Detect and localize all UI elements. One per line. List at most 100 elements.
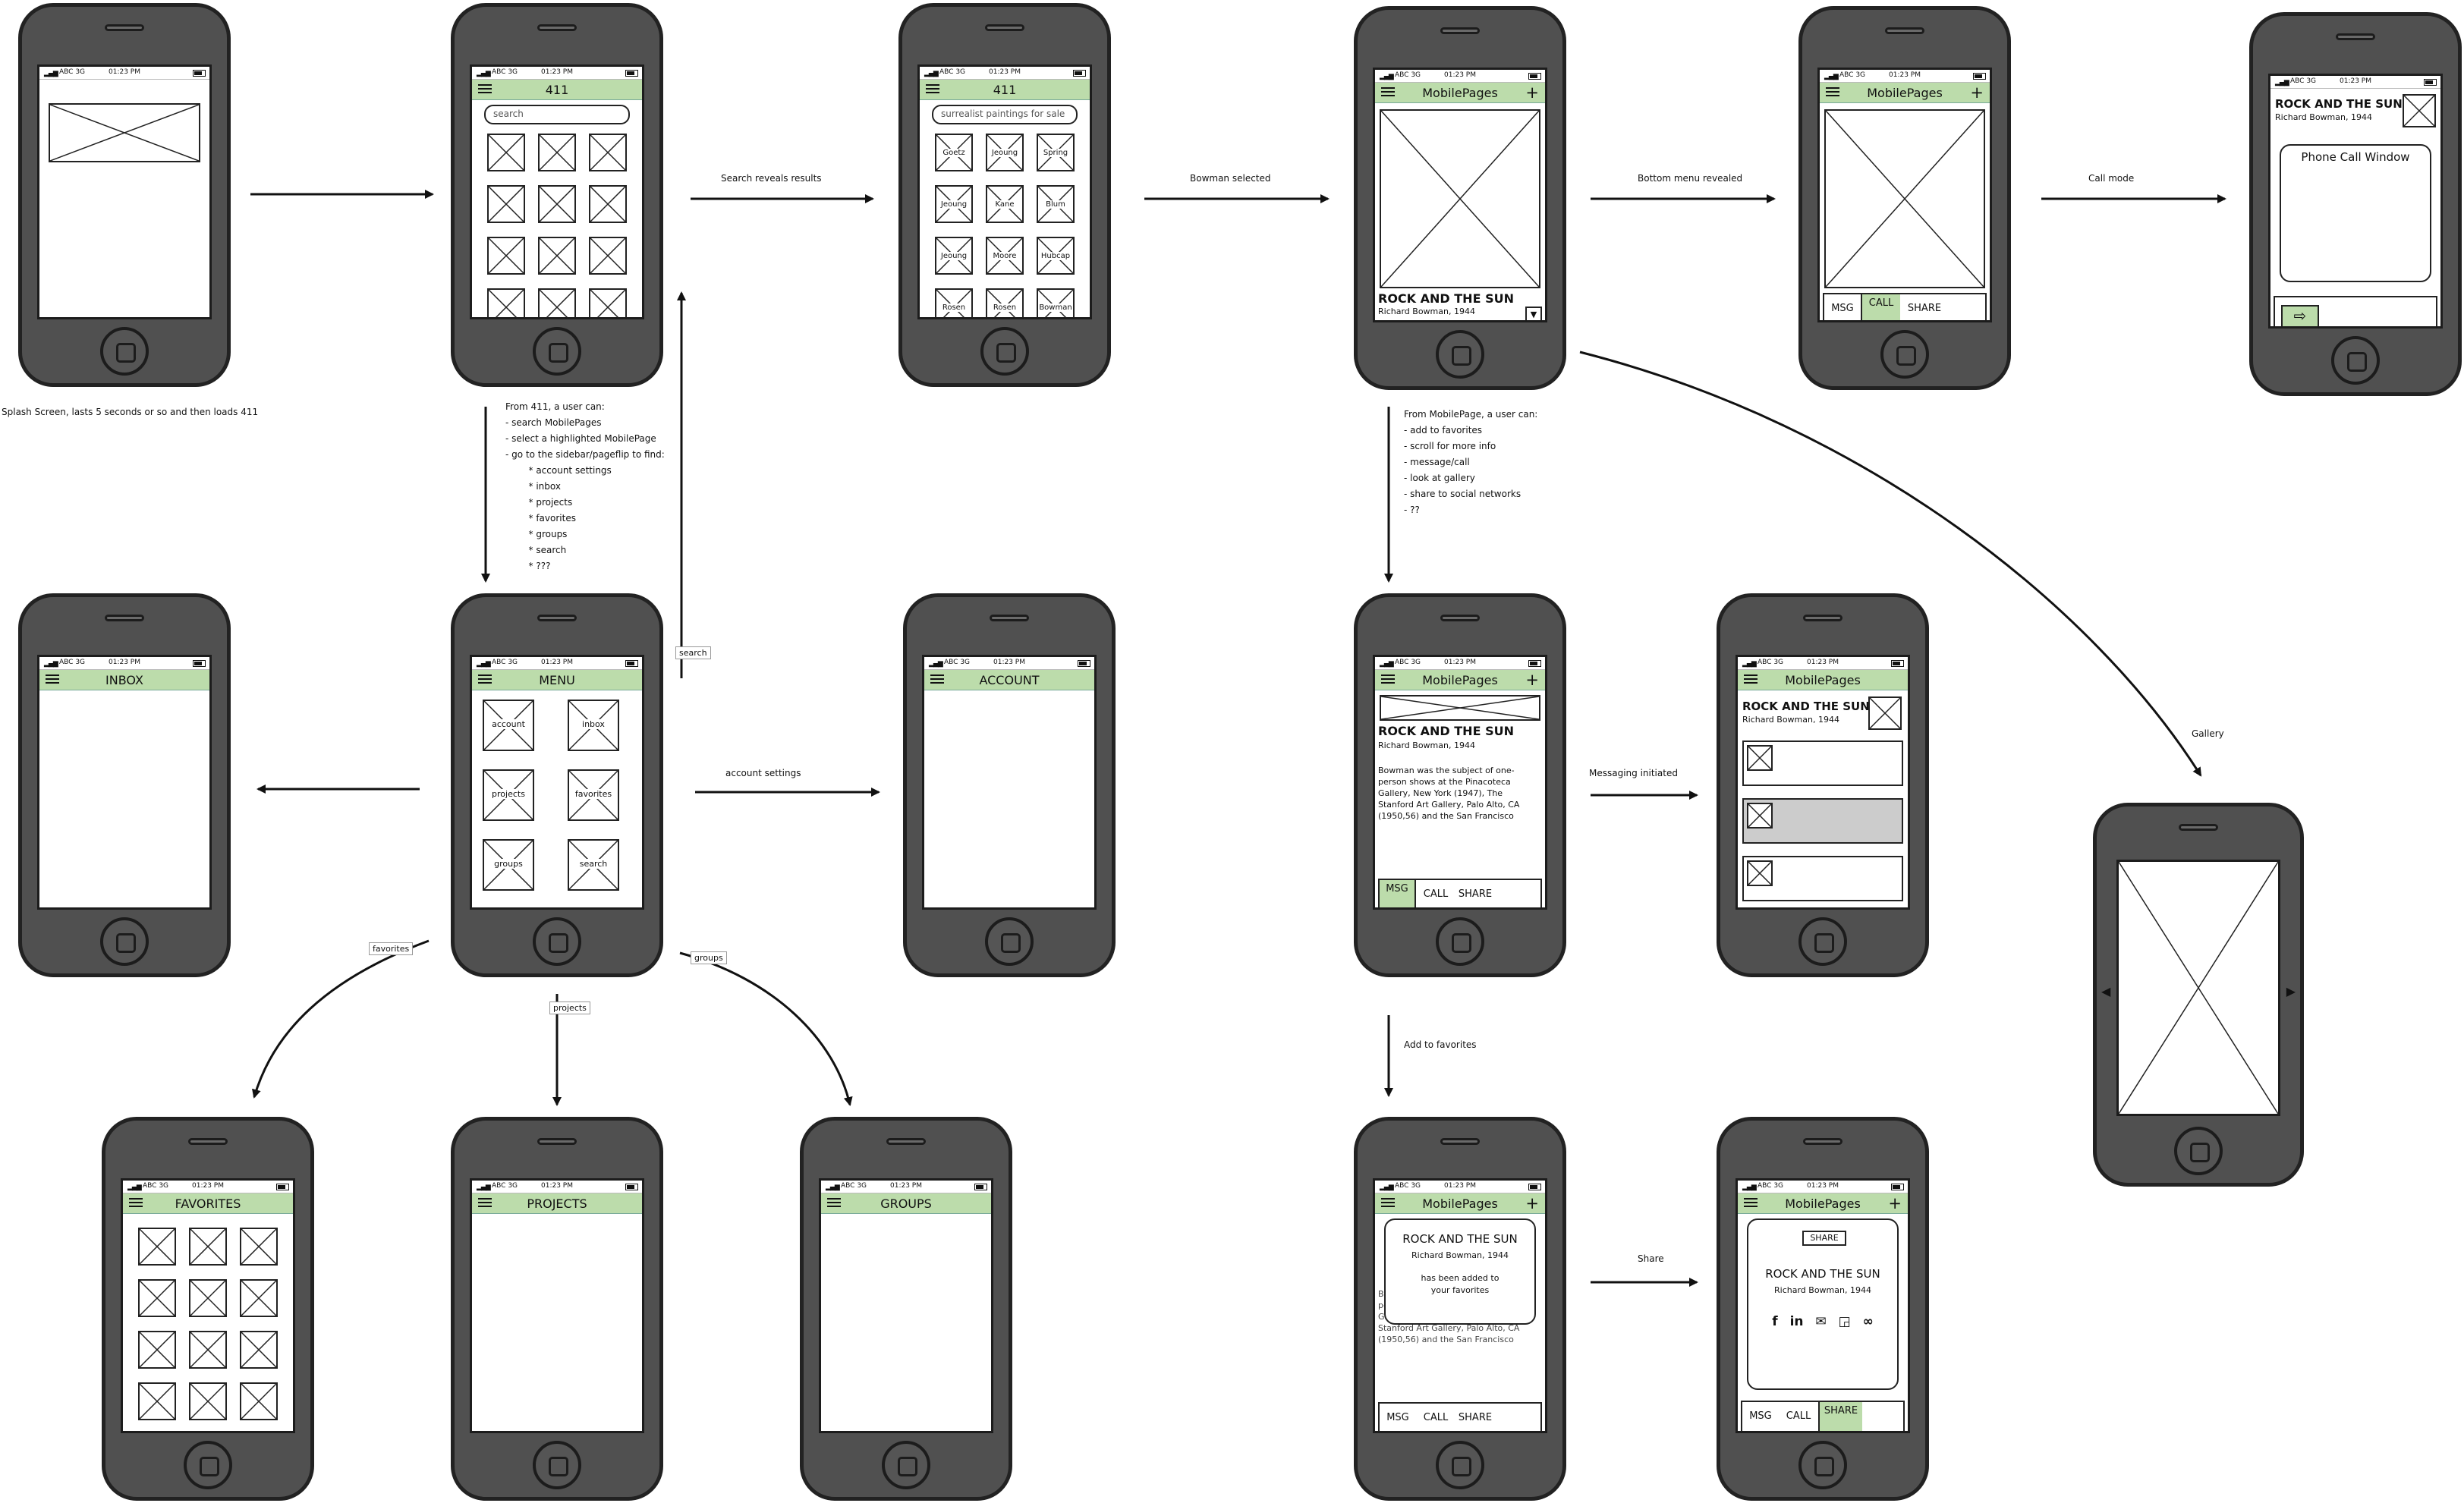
- menu-icon[interactable]: [1744, 1198, 1758, 1208]
- share-dialog[interactable]: SHARE ROCK AND THE SUN Richard Bowman, 1…: [1747, 1218, 1899, 1390]
- call-button[interactable]: CALL: [1423, 1412, 1449, 1423]
- mobilepage-thumbnail[interactable]: [240, 1331, 278, 1369]
- home-button[interactable]: [1798, 917, 1847, 966]
- add-icon[interactable]: +: [1525, 671, 1539, 689]
- favorites-confirmation[interactable]: ROCK AND THE SUN Richard Bowman, 1944 ha…: [1384, 1218, 1536, 1325]
- share-button[interactable]: SHARE: [1458, 1412, 1493, 1423]
- result-thumbnail[interactable]: Goetz: [935, 134, 973, 171]
- menu-item-groups[interactable]: groups: [483, 839, 534, 891]
- gallery-prev-icon[interactable]: ◀: [2101, 984, 2111, 998]
- add-icon[interactable]: +: [1525, 1194, 1539, 1212]
- add-icon[interactable]: +: [1970, 83, 1984, 102]
- home-button[interactable]: [2331, 336, 2380, 385]
- home-button[interactable]: [1436, 917, 1484, 966]
- mobilepage-thumbnail[interactable]: [538, 288, 576, 317]
- home-button[interactable]: [1436, 330, 1484, 379]
- share-button[interactable]: SHARE: [1818, 1402, 1862, 1431]
- mobilepage-thumbnail[interactable]: [138, 1279, 176, 1317]
- message-row[interactable]: [1742, 740, 1903, 786]
- mobilepage-thumbnail[interactable]: [589, 185, 627, 223]
- call-button[interactable]: CALL: [1423, 888, 1449, 900]
- mobilepage-thumbnail[interactable]: [487, 288, 525, 317]
- menu-icon[interactable]: [46, 674, 59, 684]
- home-button[interactable]: [882, 1441, 930, 1489]
- message-row-selected[interactable]: [1742, 798, 1903, 844]
- msg-button[interactable]: MSG: [1380, 880, 1416, 907]
- mobilepage-thumbnail[interactable]: [189, 1331, 227, 1369]
- mobilepage-thumbnail[interactable]: [189, 1279, 227, 1317]
- menu-icon[interactable]: [1744, 674, 1758, 684]
- result-thumbnail[interactable]: Jeoung: [935, 237, 973, 275]
- facebook-icon[interactable]: f: [1772, 1314, 1778, 1329]
- mobilepage-thumbnail[interactable]: [189, 1382, 227, 1420]
- result-thumbnail[interactable]: Hubcap: [1037, 237, 1075, 275]
- linkedin-icon[interactable]: in: [1789, 1314, 1804, 1329]
- add-icon[interactable]: +: [1888, 1194, 1902, 1212]
- msg-button[interactable]: MSG: [1831, 303, 1854, 314]
- menu-icon[interactable]: [1826, 87, 1839, 97]
- mobilepage-thumbnail[interactable]: [138, 1331, 176, 1369]
- home-button[interactable]: [533, 1441, 581, 1489]
- call-go-button[interactable]: ⇨: [2281, 305, 2319, 326]
- mobilepage-thumbnail[interactable]: [240, 1228, 278, 1266]
- mobilepage-thumbnail[interactable]: [487, 185, 525, 223]
- home-button[interactable]: [1436, 1441, 1484, 1489]
- menu-item-search[interactable]: search: [568, 839, 619, 891]
- call-button[interactable]: CALL: [1861, 294, 1900, 320]
- menu-item-account[interactable]: account: [483, 700, 534, 751]
- artwork-image[interactable]: [1824, 109, 1985, 288]
- menu-item-favorites[interactable]: favorites: [568, 769, 619, 821]
- mobilepage-thumbnail[interactable]: [487, 237, 525, 275]
- msg-button[interactable]: MSG: [1386, 1412, 1409, 1423]
- result-thumbnail[interactable]: Rosen: [986, 288, 1024, 317]
- menu-icon[interactable]: [478, 674, 492, 684]
- menu-icon[interactable]: [1381, 1198, 1395, 1208]
- mobilepage-thumbnail[interactable]: [538, 185, 576, 223]
- mobilepage-thumbnail[interactable]: [240, 1279, 278, 1317]
- result-thumbnail[interactable]: Kane: [986, 185, 1024, 223]
- phone-call-window[interactable]: Phone Call Window: [2280, 144, 2431, 282]
- menu-icon[interactable]: [478, 84, 492, 94]
- home-button[interactable]: [533, 917, 581, 966]
- menu-icon[interactable]: [478, 1198, 492, 1208]
- home-button[interactable]: [985, 917, 1034, 966]
- call-button[interactable]: CALL: [1786, 1410, 1811, 1422]
- share-button[interactable]: SHARE: [1458, 888, 1493, 900]
- menu-item-inbox[interactable]: inbox: [568, 700, 619, 751]
- home-button[interactable]: [980, 327, 1029, 376]
- menu-icon[interactable]: [129, 1198, 143, 1208]
- menu-icon[interactable]: [1381, 87, 1395, 97]
- result-thumbnail[interactable]: Blum: [1037, 185, 1075, 223]
- mobilepage-thumbnail[interactable]: [589, 288, 627, 317]
- menu-icon[interactable]: [930, 674, 944, 684]
- gallery-image[interactable]: [2119, 862, 2278, 1114]
- menu-icon[interactable]: [926, 84, 939, 94]
- result-thumbnail[interactable]: Spring: [1037, 134, 1075, 171]
- mobilepage-thumbnail[interactable]: [589, 237, 627, 275]
- home-button[interactable]: [100, 327, 149, 376]
- result-thumbnail[interactable]: Moore: [986, 237, 1024, 275]
- home-button[interactable]: [1798, 1441, 1847, 1489]
- rss-icon[interactable]: ◲: [1838, 1314, 1851, 1329]
- home-button[interactable]: [1880, 330, 1929, 379]
- mobilepage-thumbnail[interactable]: [138, 1228, 176, 1266]
- result-thumbnail[interactable]: Jeoung: [986, 134, 1024, 171]
- menu-item-projects[interactable]: projects: [483, 769, 534, 821]
- home-button[interactable]: [2174, 1127, 2223, 1175]
- message-row[interactable]: [1742, 856, 1903, 901]
- result-thumbnail[interactable]: Jeoung: [935, 185, 973, 223]
- mobilepage-thumbnail[interactable]: [589, 134, 627, 171]
- gallery-next-icon[interactable]: ▶: [2286, 984, 2296, 998]
- expand-icon[interactable]: ▼: [1525, 307, 1542, 320]
- home-button[interactable]: [533, 327, 581, 376]
- link-icon[interactable]: ∞: [1862, 1314, 1874, 1329]
- mobilepage-thumbnail[interactable]: [138, 1382, 176, 1420]
- mobilepage-thumbnail[interactable]: [487, 134, 525, 171]
- mobilepage-thumbnail[interactable]: [189, 1228, 227, 1266]
- artwork-image-collapsed[interactable]: [1380, 695, 1540, 721]
- home-button[interactable]: [184, 1441, 232, 1489]
- mobilepage-thumbnail[interactable]: [538, 237, 576, 275]
- search-input[interactable]: surrealist paintings for sale: [932, 105, 1078, 124]
- email-icon[interactable]: ✉: [1815, 1314, 1827, 1329]
- mobilepage-thumbnail[interactable]: [240, 1382, 278, 1420]
